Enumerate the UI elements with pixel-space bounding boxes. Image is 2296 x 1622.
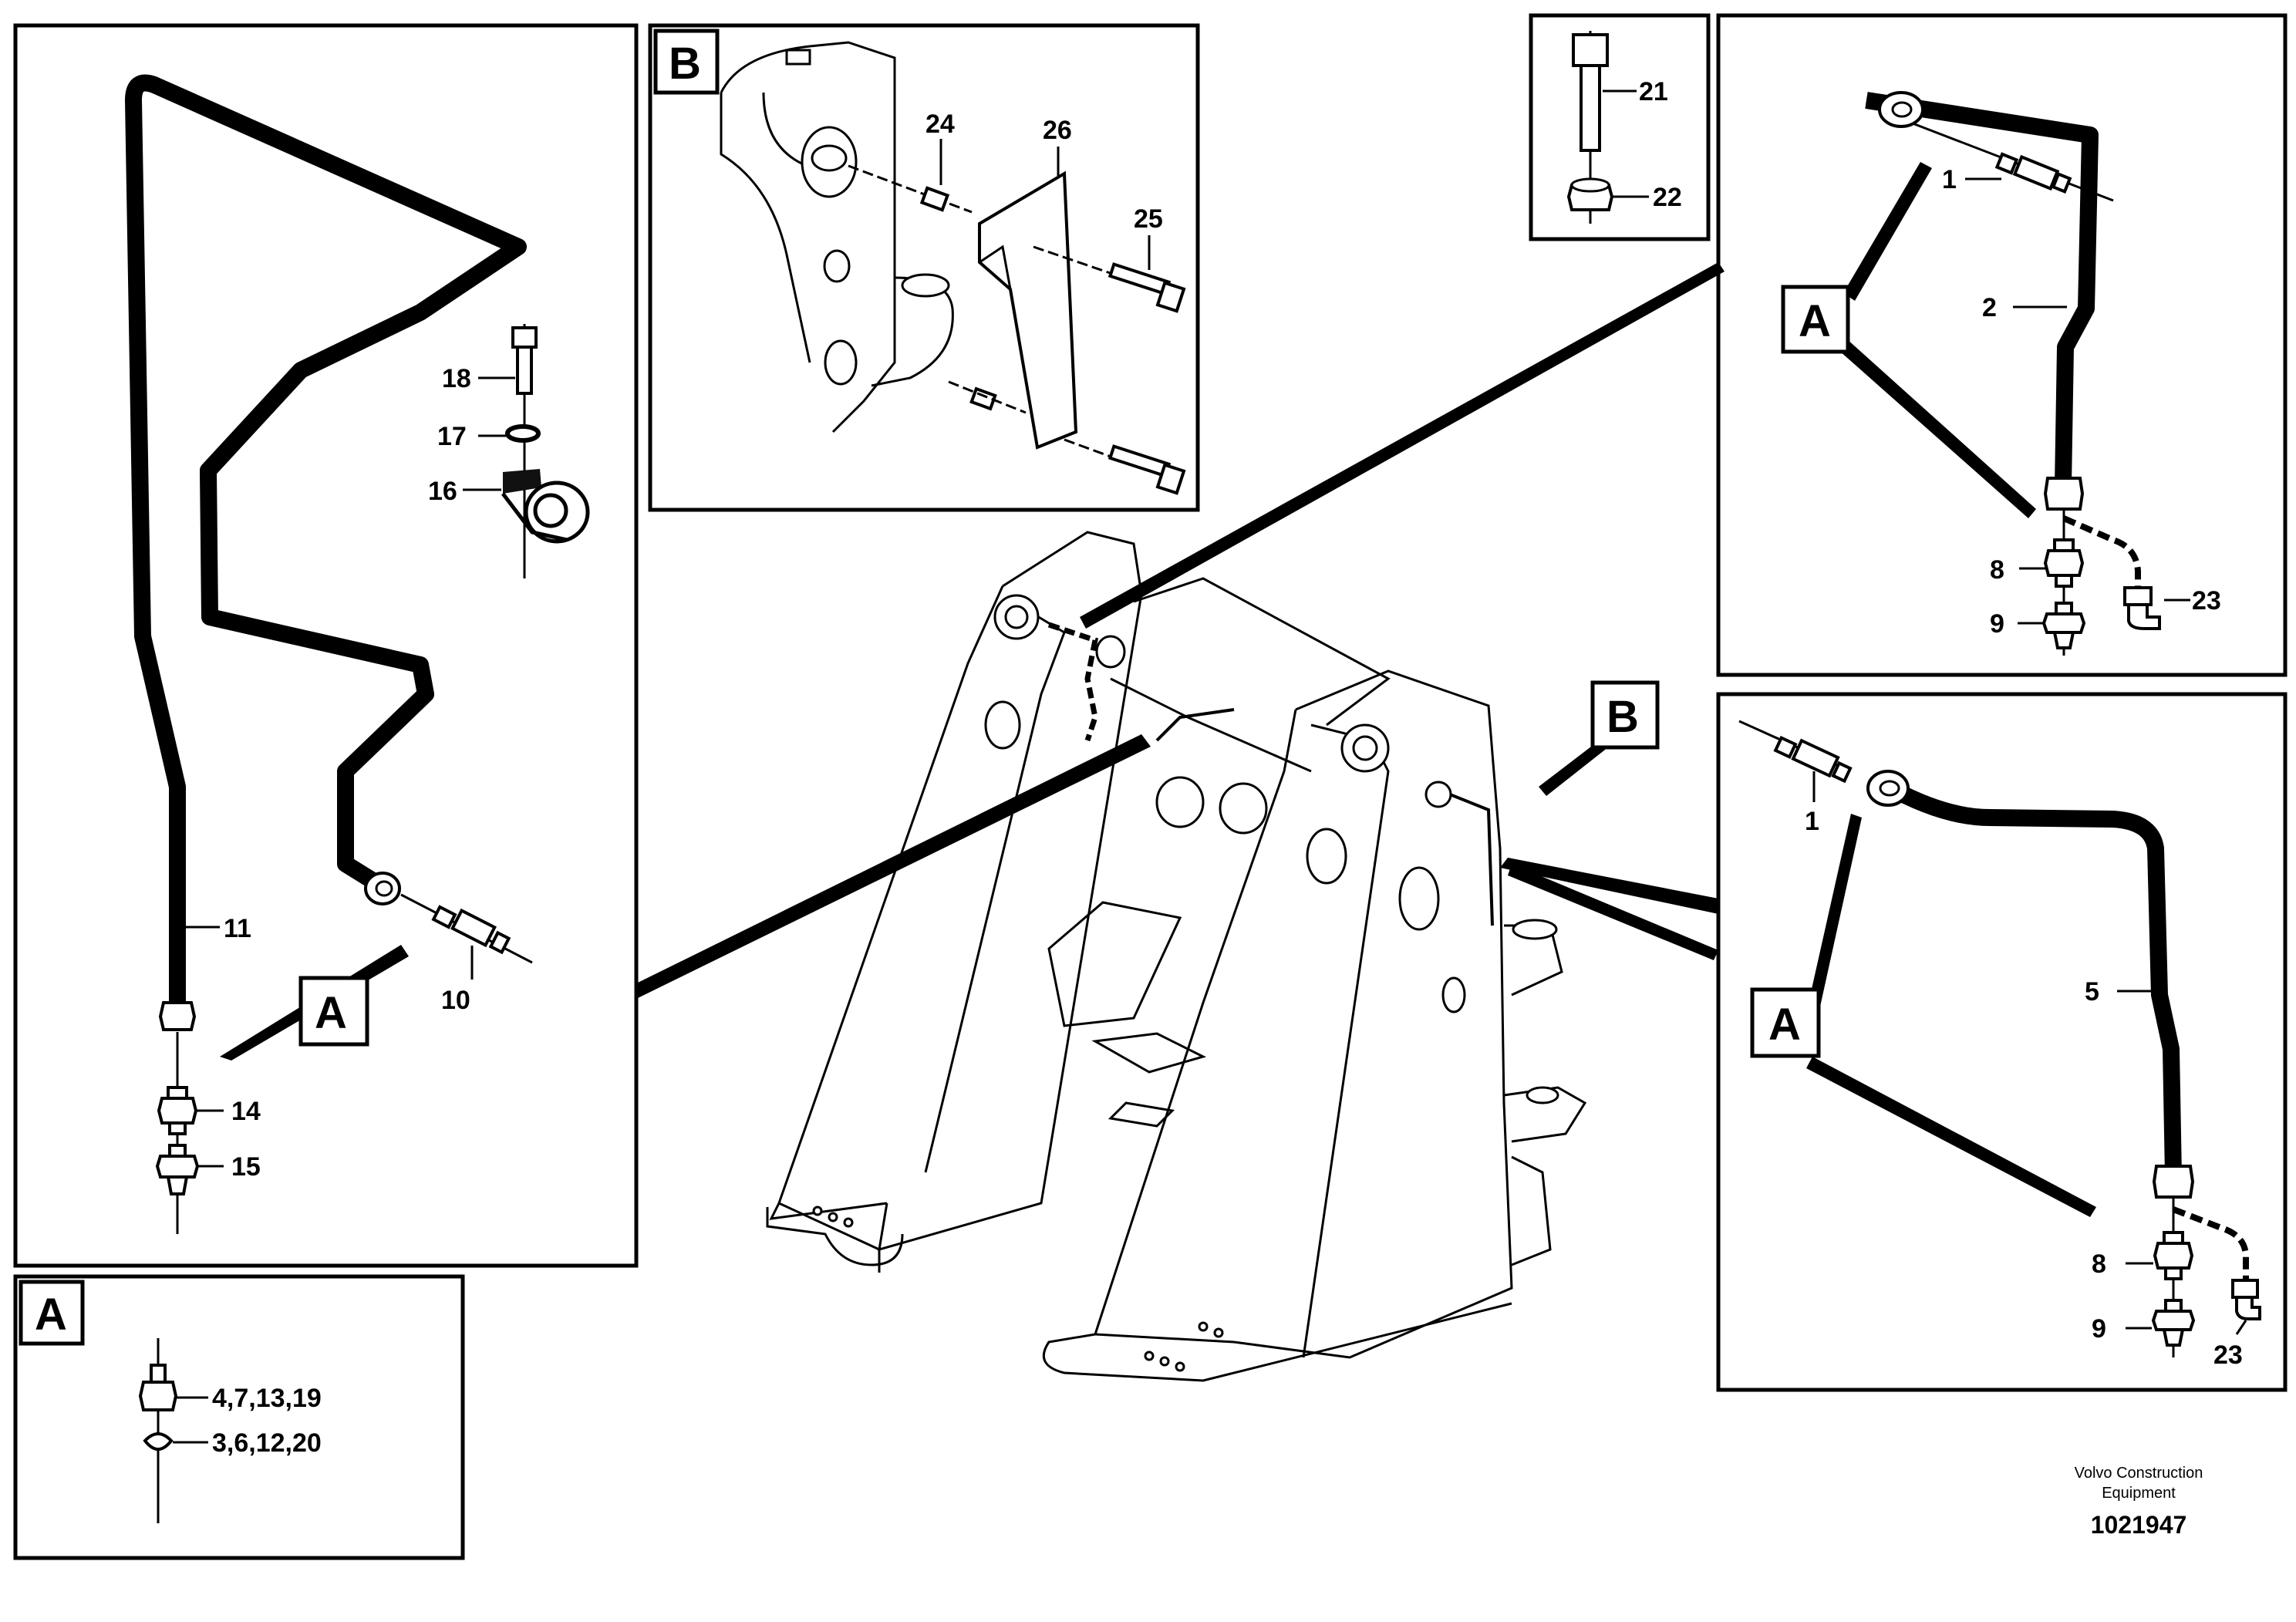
view-tag-a-detail xyxy=(19,1280,85,1346)
elbow-23-lower xyxy=(2231,1279,2261,1320)
callout-9-upper: 9 xyxy=(1990,609,2004,639)
connector-1-lower xyxy=(1773,735,1853,784)
panel-main-left: 11 10 14 15 16 17 18 A xyxy=(13,23,639,1268)
view-tag-a-left xyxy=(298,976,369,1047)
view-tag-a-lower-right xyxy=(1750,987,1821,1058)
callout-8-upper: 8 xyxy=(1990,555,2004,585)
bolt-18 xyxy=(511,326,538,395)
view-tag-a-upper-right-label: A xyxy=(1799,296,1831,346)
callout-17: 17 xyxy=(437,422,467,451)
view-tag-b-detail xyxy=(653,29,720,95)
guard-plate-26 xyxy=(978,170,1078,450)
sleeve-detail xyxy=(143,1432,174,1451)
callout-11: 11 xyxy=(224,914,251,943)
bolt-25-lower xyxy=(1108,444,1186,495)
connector-10 xyxy=(431,905,511,955)
view-tag-a-lower-right-label: A xyxy=(1768,1000,1801,1050)
callout-15: 15 xyxy=(231,1152,261,1182)
bolt-25 xyxy=(1108,262,1186,313)
view-tag-b-frame-label: B xyxy=(1607,692,1639,742)
elbow-23-upper xyxy=(2123,586,2161,630)
fitting-8-lower xyxy=(2153,1231,2194,1280)
callout-25: 25 xyxy=(1134,204,1163,234)
nut-22 xyxy=(1566,177,1614,211)
callout-23-lower: 23 xyxy=(2213,1340,2243,1370)
washer-17 xyxy=(505,424,541,443)
spacer-24 xyxy=(919,186,950,212)
bolt-21 xyxy=(1572,33,1609,152)
fitting-14 xyxy=(157,1086,198,1135)
footer: Volvo Construction Equipment 1021947 xyxy=(2075,1465,2203,1539)
fitting-8-upper xyxy=(2043,538,2085,588)
callout-4-7-13-19: 4,7,13,19 xyxy=(212,1384,322,1413)
fitting-9-upper xyxy=(2041,602,2086,649)
callout-14: 14 xyxy=(231,1097,261,1126)
figure-number: 1021947 xyxy=(2091,1511,2187,1539)
fitting-15 xyxy=(155,1144,200,1195)
callout-16: 16 xyxy=(428,477,457,506)
view-tag-a-upper-right xyxy=(1781,285,1850,354)
callout-23-upper: 23 xyxy=(2192,586,2221,615)
view-tag-a-detail-label: A xyxy=(35,1290,67,1340)
panel-lower-right: 1 5 8 9 23 A xyxy=(1716,692,2288,1392)
callout-24: 24 xyxy=(925,110,955,139)
nut-detail xyxy=(138,1364,178,1411)
callout-5: 5 xyxy=(2085,977,2099,1007)
callout-10: 10 xyxy=(441,986,470,1015)
callout-1-lower: 1 xyxy=(1805,807,1819,836)
callout-22: 22 xyxy=(1653,183,1682,212)
fitting-9-lower xyxy=(2151,1299,2196,1347)
brand-line-2: Equipment xyxy=(2102,1485,2176,1502)
callout-21: 21 xyxy=(1639,77,1668,106)
callout-9-lower: 9 xyxy=(2092,1314,2106,1344)
clamp-16 xyxy=(501,469,590,544)
panel-bolt-inset: 21 22 xyxy=(1529,13,1711,241)
callout-3-6-12-20: 3,6,12,20 xyxy=(212,1428,322,1458)
view-tag-a-left-label: A xyxy=(315,988,347,1038)
view-tag-b-frame xyxy=(1590,680,1660,750)
callout-18: 18 xyxy=(442,364,471,393)
loader-frame: B xyxy=(636,262,1725,1382)
connector-1-upper xyxy=(1994,152,2072,194)
panel-detail-a: A 4,7,13,19 3,6,12,20 xyxy=(13,1274,465,1560)
callout-1-upper: 1 xyxy=(1942,165,1957,194)
brand-line-1: Volvo Construction xyxy=(2075,1465,2203,1482)
callout-8-lower: 8 xyxy=(2092,1249,2106,1279)
callout-2: 2 xyxy=(1982,293,1997,322)
panel-detail-b: B xyxy=(648,23,1200,512)
panel-upper-right: 1 2 8 9 23 A xyxy=(1716,13,2288,677)
callout-26: 26 xyxy=(1043,116,1072,145)
spacer-24-lower xyxy=(969,386,997,411)
view-tag-b-detail-label: B xyxy=(669,39,701,89)
